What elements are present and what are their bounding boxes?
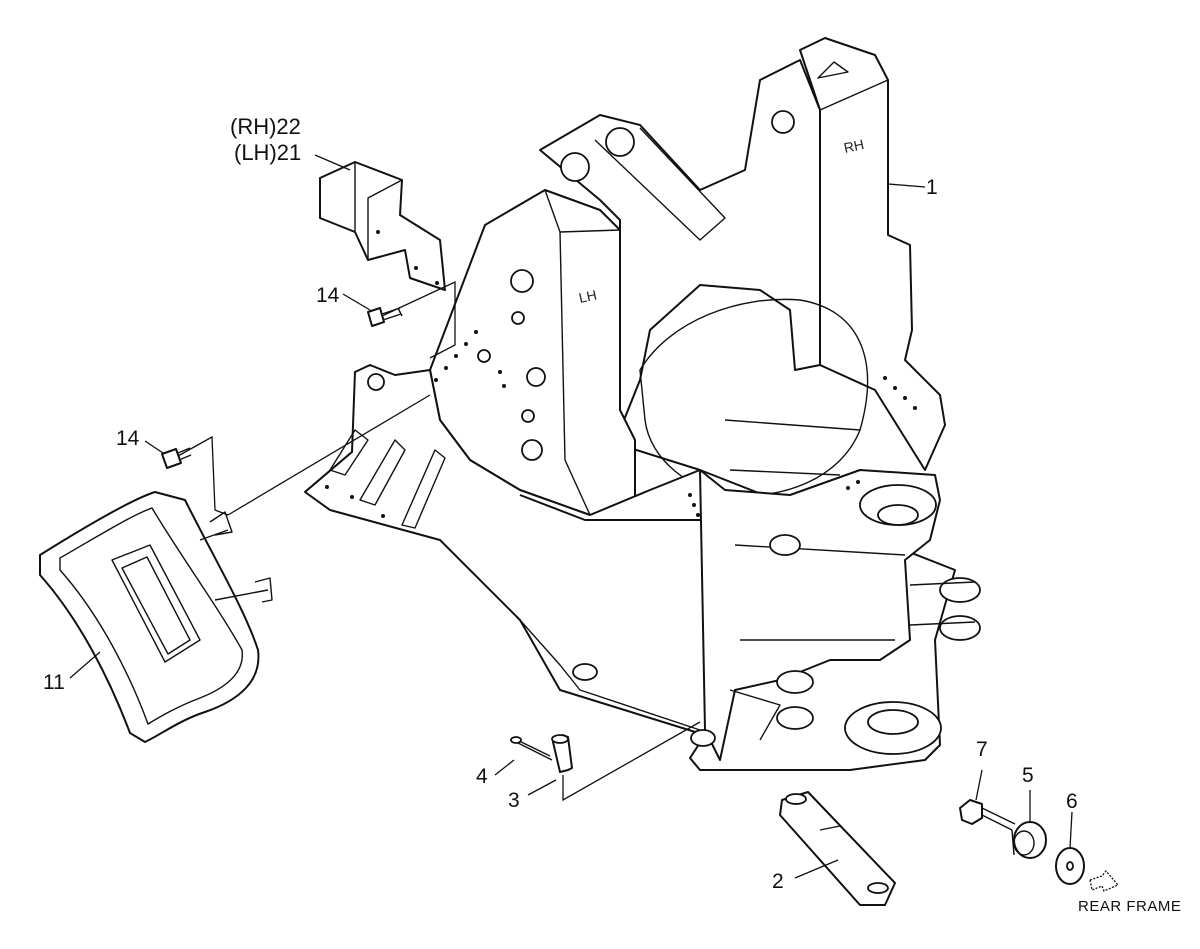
callout-5: 5 xyxy=(1022,764,1034,787)
bolt-left xyxy=(161,447,192,469)
cover-bracket xyxy=(319,161,446,291)
pin xyxy=(551,734,573,773)
callout-2: 2 xyxy=(772,870,784,893)
rh-marking: RH xyxy=(842,136,865,156)
callout-1: 1 xyxy=(926,176,938,199)
callout-labels: 1 (RH)22 (LH)21 14 14 11 4 3 2 7 5 6 REA… xyxy=(43,114,1181,915)
lh-marking: LH xyxy=(577,287,598,306)
frame-bolt-dots xyxy=(325,330,917,518)
callout-7: 7 xyxy=(976,738,988,761)
callout-4: 4 xyxy=(476,765,488,788)
step-pad xyxy=(39,491,273,743)
callout-6: 6 xyxy=(1066,790,1078,813)
callout-3: 3 xyxy=(508,789,520,812)
callout-22: (RH)22 xyxy=(230,114,301,139)
leader-lines xyxy=(69,154,1073,879)
mount-bolt xyxy=(959,799,1016,831)
rear-frame-arrow-icon xyxy=(1089,869,1120,892)
callout-14-upper: 14 xyxy=(316,284,340,307)
callout-14-left: 14 xyxy=(116,427,140,450)
cotter-pin xyxy=(510,736,553,761)
front-frame: RH LH xyxy=(304,37,981,771)
bolt-upper xyxy=(367,307,403,327)
callout-21: (LH)21 xyxy=(234,140,301,165)
washer xyxy=(1055,847,1085,885)
rear-frame-label: REAR FRAME xyxy=(1078,898,1181,915)
rubber-mount xyxy=(1011,821,1047,859)
link-bar xyxy=(779,791,896,906)
callout-11: 11 xyxy=(43,671,65,694)
